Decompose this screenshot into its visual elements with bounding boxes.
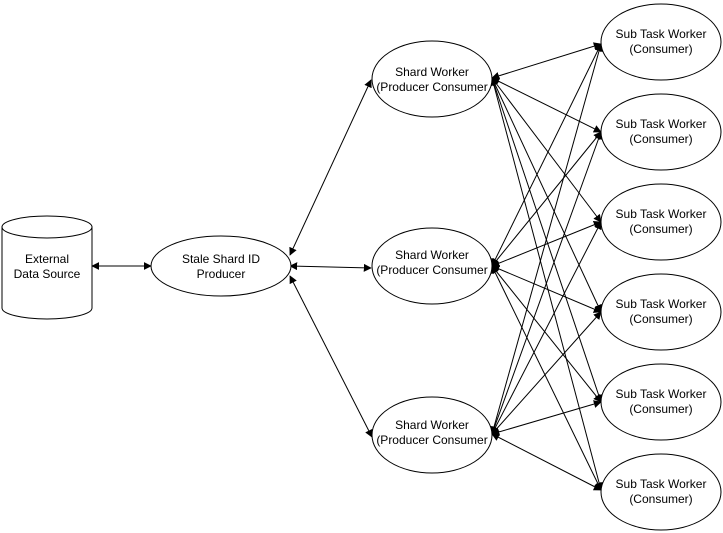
edge-shard-2-subtask-4	[491, 265, 602, 313]
database-cylinder-icon	[1, 215, 93, 320]
shard-worker-1: Shard Worker (Producer Consumer	[371, 40, 493, 118]
shard-to-subtask-mesh	[489, 42, 604, 491]
sub-task-worker-ellipse	[600, 183, 722, 261]
sub-task-worker-label-line-2: (Consumer)	[629, 312, 692, 326]
edge-shard-3-subtask-1	[490, 43, 603, 435]
shard-worker-label-line-1: Shard Worker	[395, 248, 469, 262]
cylinder-rim	[1, 226, 93, 239]
edge-shard-3-subtask-3	[491, 221, 602, 435]
edge-producer-shard-1	[289, 79, 372, 256]
shard-worker-label-line-2: (Producer Consumer	[376, 433, 487, 447]
sub-task-worker-6: Sub Task Worker (Consumer)	[600, 453, 722, 531]
producer-ellipse	[150, 235, 292, 297]
edge-shard-1-subtask-4	[491, 77, 602, 313]
sub-task-worker-ellipse	[600, 453, 722, 531]
connector-edges	[91, 42, 604, 491]
edge-shard-3-subtask-2	[490, 131, 603, 435]
sub-task-worker-1: Sub Task Worker (Consumer)	[600, 3, 722, 81]
edge-shard-2-subtask-6	[491, 265, 602, 491]
external-label-line-1: External	[25, 252, 69, 266]
sub-task-worker-ellipse	[600, 273, 722, 351]
sub-task-worker-5: Sub Task Worker (Consumer)	[600, 363, 722, 441]
stale-shard-id-producer: Stale Shard ID Producer	[150, 235, 292, 297]
external-label-line-2: Data Source	[14, 267, 81, 281]
edge-producer-shard-2	[289, 262, 372, 272]
sub-task-worker-label-line-1: Sub Task Worker	[616, 117, 707, 131]
sub-task-worker-label-line-2: (Consumer)	[629, 402, 692, 416]
shard-worker-3: Shard Worker (Producer Consumer	[371, 396, 493, 474]
edge-shard-3-subtask-6	[491, 433, 602, 491]
sub-task-worker-ellipse	[600, 3, 722, 81]
sub-task-worker-label-line-1: Sub Task Worker	[616, 387, 707, 401]
sub-task-worker-label-line-2: (Consumer)	[629, 42, 692, 56]
producer-label-line-1: Stale Shard ID	[182, 252, 260, 266]
shard-worker-label-line-1: Shard Worker	[395, 418, 469, 432]
sub-task-worker-label-line-1: Sub Task Worker	[616, 207, 707, 221]
producer-label-line-2: Producer	[197, 267, 246, 281]
sub-task-worker-label-line-1: Sub Task Worker	[616, 27, 707, 41]
sub-task-worker-label-line-1: Sub Task Worker	[616, 477, 707, 491]
shard-worker-ellipse	[371, 40, 493, 118]
edge-shard-2-subtask-3	[491, 220, 602, 268]
sub-task-worker-ellipse	[600, 93, 722, 171]
edge-shard-3-subtask-5	[491, 400, 602, 436]
edge-shard-2-subtask-2	[491, 131, 602, 267]
edge-shard-1-subtask-1	[491, 42, 602, 80]
sub-task-worker-4: Sub Task Worker (Consumer)	[600, 273, 722, 351]
external-data-source: External Data Source	[1, 215, 93, 320]
shard-worker-label-line-1: Shard Worker	[395, 65, 469, 79]
shard-worker-2: Shard Worker (Producer Consumer	[371, 227, 493, 305]
shard-worker-ellipse	[371, 396, 493, 474]
shard-worker-label-line-2: (Producer Consumer	[376, 80, 487, 94]
shard-worker-label-line-2: (Producer Consumer	[376, 263, 487, 277]
sub-task-worker-label-line-2: (Consumer)	[629, 132, 692, 146]
sub-task-worker-ellipse	[600, 363, 722, 441]
sub-task-worker-label-line-2: (Consumer)	[629, 492, 692, 506]
edge-shard-2-subtask-1	[491, 43, 602, 267]
edge-shard-1-subtask-2	[491, 77, 602, 133]
shard-worker-ellipse	[371, 227, 493, 305]
sub-task-worker-2: Sub Task Worker (Consumer)	[600, 93, 722, 171]
sub-task-worker-label-line-1: Sub Task Worker	[616, 297, 707, 311]
sub-task-worker-label-line-2: (Consumer)	[629, 222, 692, 236]
edge-shard-1-subtask-3	[491, 77, 602, 223]
edge-producer-shard-3	[289, 275, 373, 438]
edge-shard-3-subtask-4	[491, 311, 602, 435]
edge-shard-2-subtask-5	[491, 265, 602, 403]
sub-task-worker-3: Sub Task Worker (Consumer)	[600, 183, 722, 261]
